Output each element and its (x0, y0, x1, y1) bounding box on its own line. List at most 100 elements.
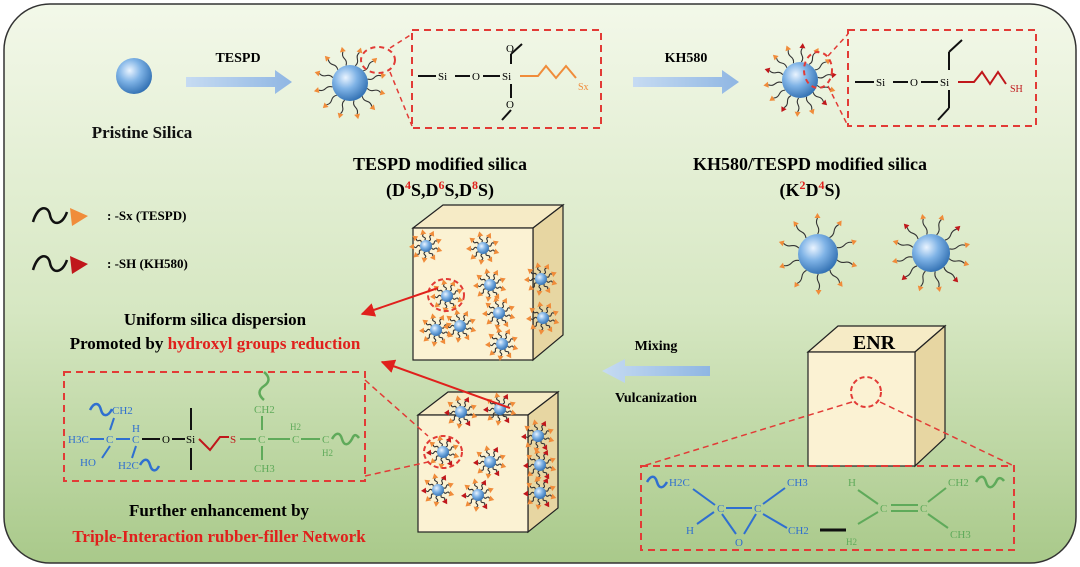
grafted-chain (540, 323, 544, 331)
grafted-chain (501, 317, 507, 324)
grafted-chain (353, 100, 359, 115)
sx-arrowhead (413, 251, 420, 258)
sx-arrowhead (551, 279, 558, 286)
grafted-chain (432, 317, 436, 325)
sx-arrowhead (430, 293, 436, 300)
grafted-chain (546, 273, 553, 278)
grafted-chain (530, 316, 538, 321)
silica-sphere (454, 320, 466, 332)
silica-sphere (532, 430, 544, 442)
sx-arrowhead (494, 324, 501, 330)
grafted-chain (449, 318, 456, 323)
tespd-subtitle: (D4S,D6S,D8S) (386, 178, 494, 201)
chem-l-ch2: CH2 (112, 405, 133, 417)
sx-arrowhead (339, 46, 346, 53)
tespd-arrow (186, 70, 292, 94)
grafted-chain (474, 482, 478, 490)
grafted-chain (527, 428, 534, 433)
grafted-chain (897, 242, 914, 248)
tespd-arrow-label: TESPD (215, 51, 260, 66)
grafted-chain (465, 320, 472, 325)
grafted-chain (456, 313, 460, 321)
sx-arrowhead (493, 296, 500, 302)
sx-arrowhead (430, 457, 437, 464)
grafted-chain (477, 283, 485, 288)
sh-arrowhead (444, 409, 450, 416)
sx-arrowhead (486, 256, 493, 263)
chem-l-s: S (230, 434, 236, 446)
sx-arrowhead (487, 487, 494, 494)
sx-arrowhead (453, 452, 460, 459)
grafted-chain (457, 331, 461, 339)
cube-bottom-particles (421, 392, 557, 512)
enr-ch2b: CH2 (948, 477, 969, 489)
sx-arrowhead (492, 269, 499, 276)
grafted-chain (443, 283, 447, 291)
zoom2-si2: Si (940, 77, 949, 89)
sx-arrowhead (422, 319, 429, 326)
sx-arrowhead (439, 338, 446, 345)
chem-l-c2: C (132, 434, 139, 446)
legend-sh-label: : -SH (KH580) (107, 256, 188, 271)
sx-arrowhead (493, 293, 500, 300)
grafted-chain (493, 347, 498, 353)
grafted-chain (363, 60, 374, 72)
sx-arrowhead (546, 326, 553, 333)
grafted-chain (486, 449, 490, 457)
chem-l-ch3: CH3 (254, 463, 275, 475)
example-particle-kh580 (891, 213, 971, 293)
grafted-chain (481, 465, 486, 471)
enr-h2: H2 (846, 537, 857, 547)
sx-arrowhead (549, 457, 556, 464)
network-structure-box (63, 371, 366, 482)
sh-arrowhead (445, 436, 452, 443)
sh-arrowhead (542, 449, 549, 456)
sx-arrowhead (429, 441, 436, 448)
zoom1-si2: Si (502, 71, 511, 83)
sh-arrowhead (461, 492, 467, 499)
sx-arrowhead (477, 290, 484, 297)
sx-arrowhead (446, 315, 453, 322)
grafted-chain (776, 58, 788, 68)
sx-arrowhead (448, 490, 455, 497)
grafted-chain (466, 413, 473, 416)
grafted-chain (452, 415, 457, 421)
sx-arrowhead (322, 102, 329, 109)
sh-arrowhead (463, 396, 470, 403)
sx-arrowhead (769, 95, 776, 101)
grafted-chain (413, 244, 421, 249)
sx-arrowhead (794, 111, 801, 117)
grafted-chain (340, 99, 346, 114)
grafted-chain (534, 321, 539, 327)
grafted-chain (488, 305, 495, 310)
sx-arrowhead (851, 239, 857, 246)
enr-label: ENR (853, 332, 896, 354)
sx-arrowhead (452, 444, 459, 451)
sx-arrowhead (430, 313, 437, 319)
grafted-chain (545, 466, 552, 469)
sx-arrowhead (553, 318, 560, 325)
sx-arrowhead (499, 277, 506, 284)
sh-arrowhead (543, 473, 550, 480)
grafted-chain (435, 495, 439, 503)
grafted-chain (490, 316, 495, 322)
sx-arrowhead (420, 229, 427, 235)
grafted-chain (531, 496, 536, 502)
sx-arrowhead (920, 213, 927, 220)
silica-sphere (537, 312, 549, 324)
sx-arrowhead (473, 282, 479, 289)
sx-arrowhead (484, 445, 491, 451)
sh-arrowhead (446, 460, 453, 467)
grafted-chain (469, 498, 474, 504)
sx-arrowhead (477, 231, 484, 237)
promoted-by-line: Promoted by hydroxyl groups reduction (70, 334, 361, 353)
grafted-chain (491, 412, 496, 418)
grafted-chain (502, 397, 506, 405)
grafted-chain (488, 249, 495, 252)
sx-arrowhead (487, 414, 494, 421)
sx-arrowhead (431, 341, 438, 347)
sx-arrowhead (763, 81, 769, 88)
sx-arrowhead (447, 331, 454, 338)
uniform-dispersion-label: Uniform silica dispersion (124, 310, 307, 329)
grafted-chain (545, 322, 551, 329)
